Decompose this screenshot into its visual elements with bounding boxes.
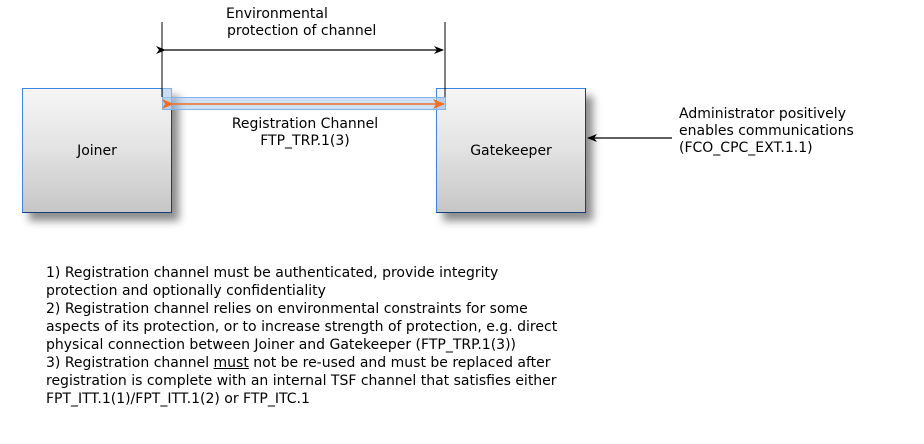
registration-channel-label: Registration Channel FTP_TRP.1(3) (220, 116, 390, 150)
env-label-line2: protection of channel (227, 23, 377, 39)
administrator-label: Administrator positively enables communi… (679, 106, 854, 157)
note-3-line-2: registration is complete with an interna… (46, 373, 557, 389)
gatekeeper-label: Gatekeeper (470, 142, 552, 159)
note-3-post: not be re-used and must be replaced afte… (248, 355, 551, 371)
channel-label-line2: FTP_TRP.1(3) (260, 133, 350, 149)
note-3-line-3: FPT_ITT.1(1)/FPT_ITT.1(2) or FTP_ITC.1 (46, 391, 310, 407)
joiner-port (162, 88, 172, 110)
joiner-node[interactable]: Joiner (22, 88, 172, 213)
joiner-label: Joiner (77, 142, 117, 159)
notes-block: 1) Registration channel must be authenti… (46, 264, 706, 408)
note-2-line-3: physical connection between Joiner and G… (46, 337, 517, 353)
gatekeeper-node[interactable]: Gatekeeper (436, 88, 586, 213)
note-3-pre: 3) Registration channel (46, 355, 214, 371)
env-label-line1: Environmental (226, 6, 328, 22)
note-1-line-1: 1) Registration channel must be authenti… (46, 265, 499, 281)
note-2-line-1: 2) Registration channel relies on enviro… (46, 301, 528, 317)
admin-label-line1: Administrator positively (679, 106, 846, 122)
env-protection-label: Environmental protection of channel (226, 6, 376, 40)
note-3-line-1: 3) Registration channel must not be re-u… (46, 354, 706, 372)
note-1-line-2: protection and optionally confidentialit… (46, 283, 326, 299)
note-3-emphasis: must (213, 355, 249, 371)
gatekeeper-port (436, 97, 446, 110)
note-2-line-2: aspects of its protection, or to increas… (46, 319, 558, 335)
registration-channel-band (162, 97, 446, 110)
admin-label-line2: enables communications (679, 123, 854, 139)
channel-label-line1: Registration Channel (231, 116, 379, 132)
admin-label-line3: (FCO_CPC_EXT.1.1) (679, 140, 813, 156)
